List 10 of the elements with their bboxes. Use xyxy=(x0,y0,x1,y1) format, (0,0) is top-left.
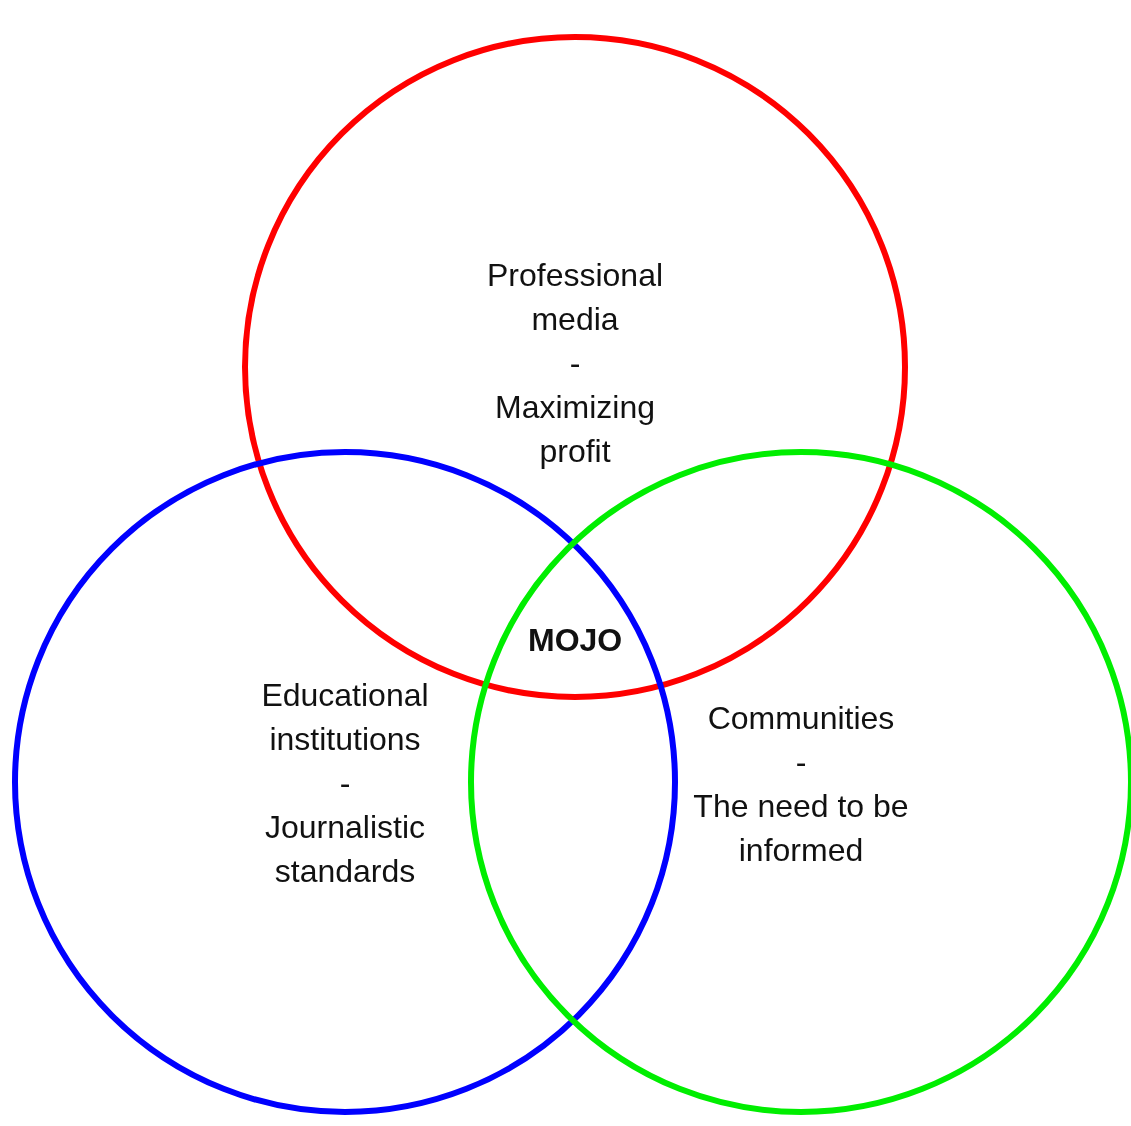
circle-label: Professional media xyxy=(485,256,665,339)
circle-label: - xyxy=(339,764,351,803)
circle-label: Communities xyxy=(707,699,895,738)
circle-label: Journalistic standards xyxy=(263,808,427,891)
circle-label: Educational institutions xyxy=(260,676,430,759)
circle-label: - xyxy=(569,344,581,383)
circle-label: - xyxy=(795,743,807,782)
center-label: MOJO xyxy=(528,621,623,660)
circle-label: Maximizing profit xyxy=(494,388,656,471)
circle-label: The need to be informed xyxy=(692,787,910,870)
